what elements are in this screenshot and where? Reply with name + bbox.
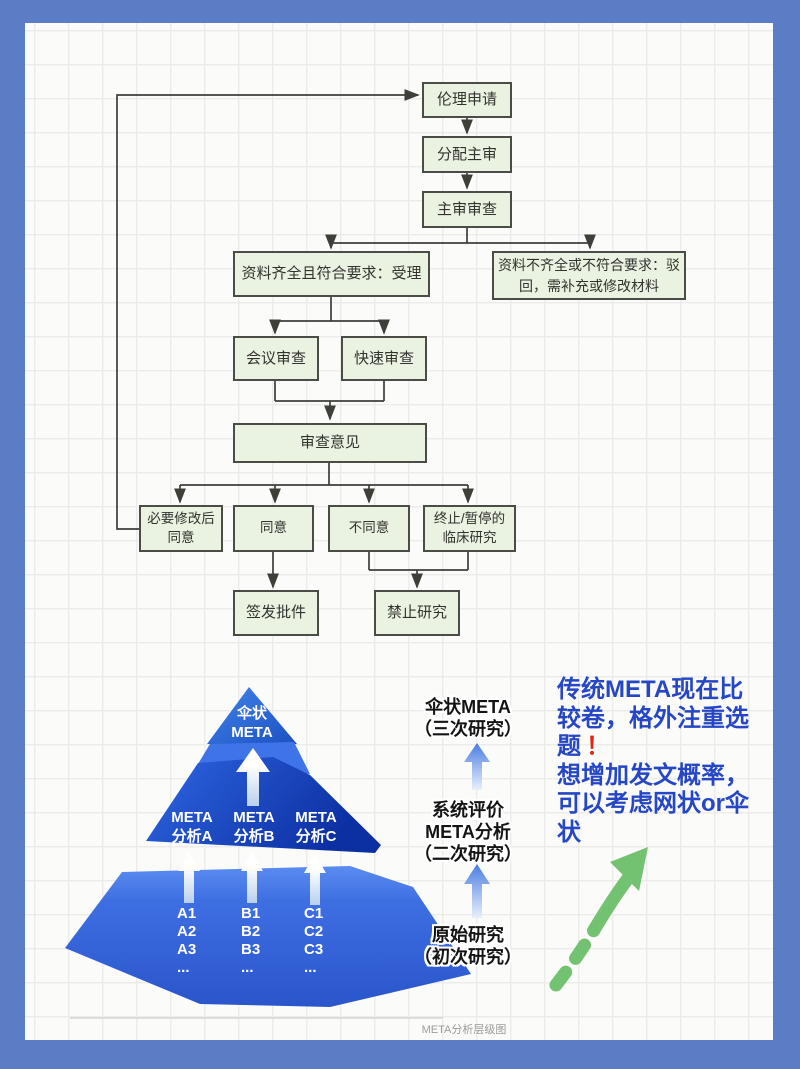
flow-node-approve-after-revision: 必要修改后同意 <box>139 505 223 552</box>
pyramid-mid-label-a: META 分析A <box>171 809 213 845</box>
pyramid-base-column-b: B1 B2 B3 ... <box>241 905 261 976</box>
pyramid-base-column-c: C1 C2 C3 ... <box>304 905 324 976</box>
flow-node-ethics-application: 伦理申请 <box>422 82 512 118</box>
flow-node-assign-chief-reviewer: 分配主审 <box>422 136 512 173</box>
note-line: 想增加发文概率， <box>557 761 749 789</box>
flow-node-rapid-review: 快速审查 <box>341 336 427 381</box>
pyramid-mid-label-c: META 分析C <box>295 809 337 845</box>
figure-caption: META分析层级图 <box>421 1024 507 1036</box>
note-line: 状 <box>557 818 581 846</box>
flow-node-terminate-suspend: 终止/暂停的临床研究 <box>423 505 516 552</box>
note-line: 传统META现在比 <box>557 676 744 703</box>
flow-node-approve: 同意 <box>233 505 314 552</box>
flow-node-accepted: 资料齐全且符合要求：受理 <box>233 251 430 297</box>
flow-node-issue-approval: 签发批件 <box>233 590 319 636</box>
exclamation-mark: ！ <box>586 733 610 760</box>
pyramid-top-label: 伞状 META <box>231 705 273 741</box>
flow-node-meeting-review: 会议审查 <box>233 336 319 381</box>
note-line: 可以考虑网状or伞 <box>557 790 749 817</box>
note-line: 较卷，格外注重选 <box>557 704 749 732</box>
flow-node-review-opinion: 审查意见 <box>233 423 427 463</box>
annotation-note: 传统META现在比 较卷，格外注重选 题！ 想增加发文概率， 可以考虑网状or伞… <box>557 676 793 847</box>
flow-node-chief-review: 主审审查 <box>422 191 512 228</box>
note-line: 题 <box>557 733 581 760</box>
pyramid-mid-label-b: META 分析B <box>233 809 275 845</box>
level-label-tertiary: 伞状META （三次研究） <box>414 697 522 739</box>
level-label-secondary: 系统评价 META分析 （二次研究） <box>414 800 522 864</box>
level-label-primary: 原始研究 （初次研究） <box>414 925 522 967</box>
flow-node-forbid-research: 禁止研究 <box>374 590 460 636</box>
flow-node-disapprove: 不同意 <box>328 505 410 552</box>
flow-node-rejected: 资料不齐全或不符合要求：驳回，需补充或修改材料 <box>492 251 686 300</box>
pyramid-base-column-a: A1 A2 A3 ... <box>177 905 197 976</box>
